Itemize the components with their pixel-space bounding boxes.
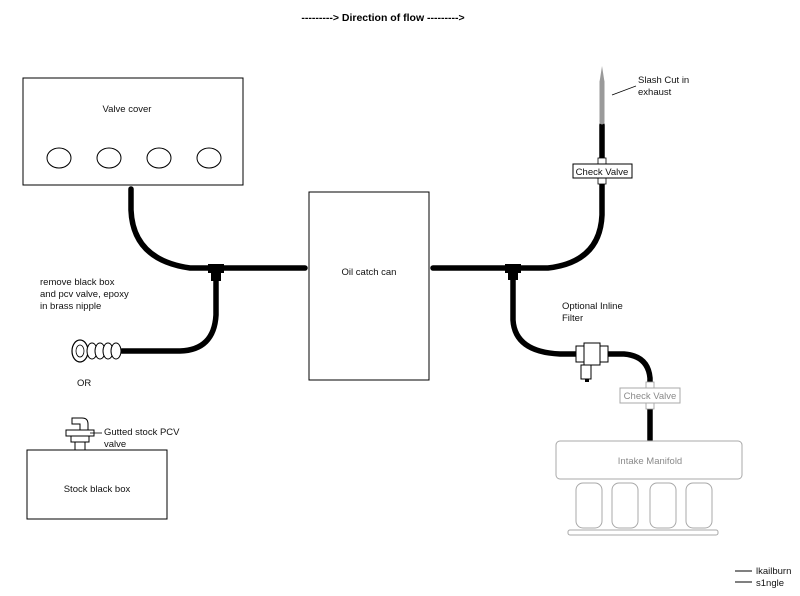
hose-tee-to-nipple (119, 265, 219, 354)
valve-cover-port (146, 147, 172, 169)
or-label: OR (77, 378, 91, 389)
intake-manifold: Intake Manifold (555, 440, 743, 536)
valve-cover-port (96, 147, 122, 169)
filter-label-line2: Filter (562, 313, 583, 324)
remove-black-box-label-line2: and pcv valve, epoxy (40, 289, 129, 300)
oil-catch-can-label: Oil catch can (342, 267, 397, 278)
intake-manifold-label: Intake Manifold (618, 456, 682, 467)
right-tee-fitting (505, 264, 521, 280)
check-valve-top-label: Check Valve (576, 167, 629, 178)
gutted-pcv-label: Gutted stock PCV (104, 427, 180, 438)
gutted-pcv-label-line2: valve (104, 439, 126, 450)
hose-valve-cover-to-tee (128, 186, 308, 271)
valve-cover: Valve cover (22, 77, 244, 186)
credit-label-1: lkailburn (756, 566, 791, 577)
credit-label-2: s1ngle (756, 578, 784, 589)
slash-cut-tip (599, 66, 605, 82)
remove-black-box-label-line3: in brass nipple (40, 301, 101, 312)
valve-cover-port (196, 147, 222, 169)
hose-filter-to-check-valve (601, 351, 653, 391)
stock-black-box: Stock black box (26, 449, 168, 520)
stock-black-box-label: Stock black box (64, 484, 131, 495)
check-valve-top: Check Valve (572, 157, 633, 185)
hose-can-to-exhaust-check (430, 175, 605, 271)
valve-cover-port (46, 147, 72, 169)
check-valve-bottom: Check Valve (619, 381, 681, 410)
brass-nipple (71, 339, 122, 363)
oil-catch-can: Oil catch can (308, 191, 430, 381)
valve-cover-label: Valve cover (103, 104, 152, 115)
slash-cut-label: Slash Cut in (638, 75, 689, 86)
inline-filter (575, 342, 609, 382)
hose-tee-fitting (208, 264, 224, 281)
gutted-pcv-valve (65, 417, 95, 451)
slash-cut-pointer-line (611, 85, 637, 96)
hose-tee-to-filter (510, 267, 583, 357)
filter-label: Optional Inline (562, 301, 623, 312)
remove-black-box-label: remove black box (40, 277, 115, 288)
flow-direction-label: ---------> Direction of flow ---------> (301, 12, 464, 24)
slash-cut-label-line2: exhaust (638, 87, 672, 98)
check-valve-bottom-label: Check Valve (624, 391, 677, 402)
